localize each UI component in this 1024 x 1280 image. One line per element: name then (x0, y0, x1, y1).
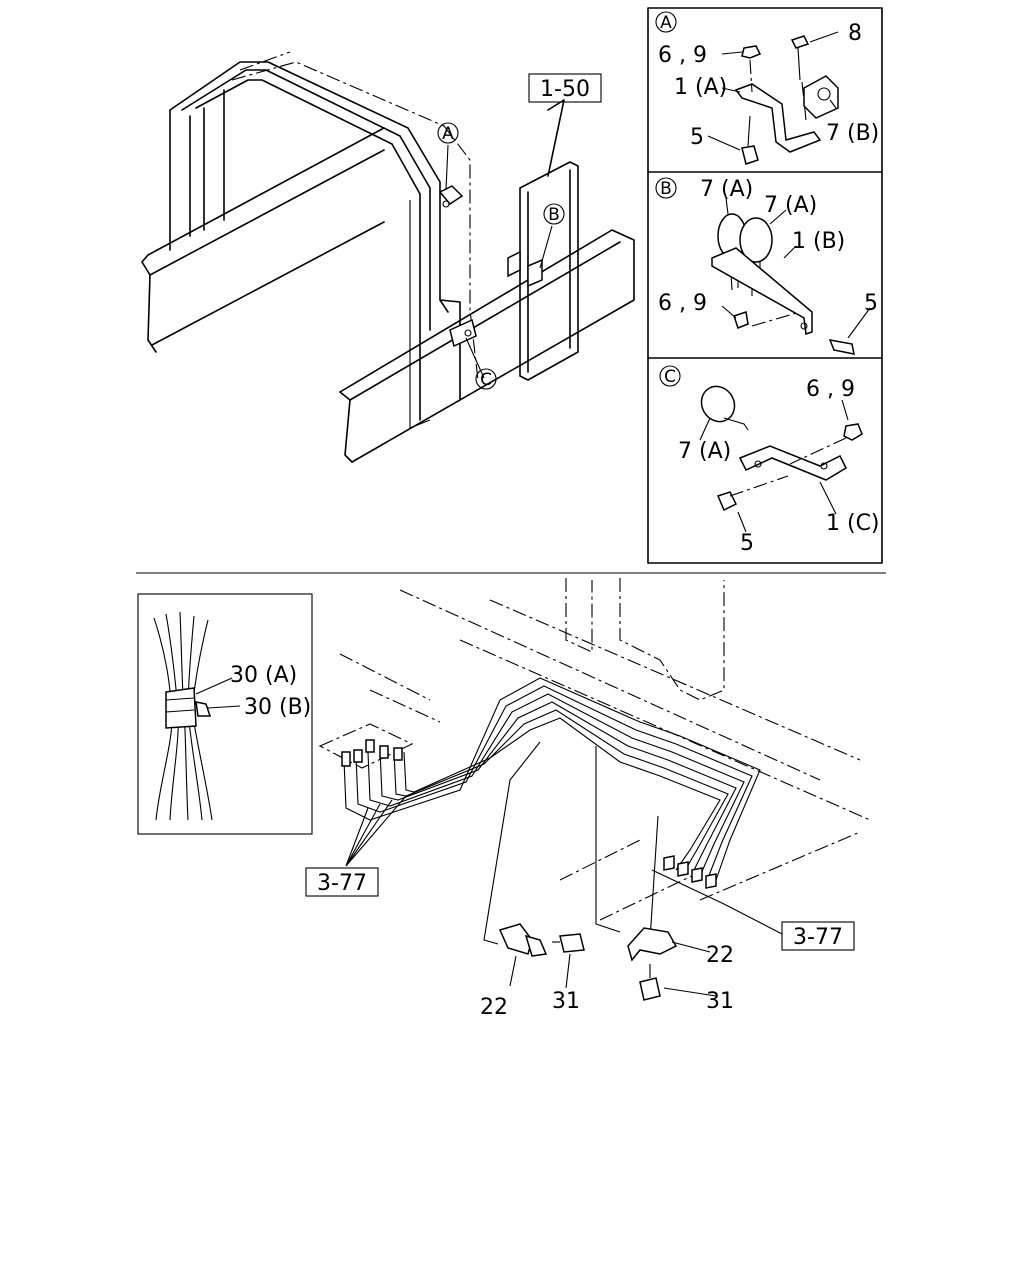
svg-text:3-77: 3-77 (317, 871, 367, 896)
svg-text:1 (B): 1 (B) (792, 229, 845, 254)
svg-text:7 (B): 7 (B) (826, 121, 879, 146)
detail-b: B 7 (A) 7 (A) 1 (B) 6 , 9 5 (655, 177, 878, 355)
ref-box-3-77-right: 3-77 (781, 921, 855, 951)
svg-text:A: A (442, 124, 454, 144)
callout-c: C (475, 368, 497, 390)
svg-text:5: 5 (690, 125, 704, 150)
svg-text:A: A (660, 13, 672, 33)
svg-text:30 (B): 30 (B) (244, 695, 311, 720)
callout-b: B (543, 203, 565, 225)
svg-text:1 (A): 1 (A) (674, 75, 727, 100)
label-31-right: 31 (706, 989, 734, 1014)
frame-cross-member-view (141, 51, 635, 463)
svg-text:8: 8 (848, 21, 862, 46)
svg-text:7 (A): 7 (A) (678, 439, 731, 464)
svg-text:C: C (664, 367, 676, 387)
svg-text:1 (C): 1 (C) (826, 511, 880, 536)
ref-box-3-77-left: 3-77 (305, 867, 379, 897)
svg-text:5: 5 (740, 531, 754, 556)
harness-clip-detail: 30 (A) 30 (B) (137, 593, 313, 835)
pipe-routing-view (318, 578, 871, 1001)
ref-box-1-50: 1-50 (528, 73, 602, 103)
svg-text:6 , 9: 6 , 9 (658, 43, 707, 68)
callout-a: A (437, 122, 459, 144)
svg-text:B: B (548, 205, 560, 225)
detail-panel-frame (647, 7, 883, 564)
svg-text:1-50: 1-50 (540, 77, 590, 102)
svg-text:30 (A): 30 (A) (230, 663, 297, 688)
detail-c: C 6 , 9 7 (A) 5 1 (C) (659, 365, 880, 556)
svg-text:3-77: 3-77 (793, 925, 843, 950)
svg-text:C: C (480, 370, 492, 390)
label-22-left: 22 (480, 995, 508, 1020)
label-22-right: 22 (706, 943, 734, 968)
svg-text:B: B (660, 179, 672, 199)
svg-text:7 (A): 7 (A) (700, 177, 753, 202)
svg-text:5: 5 (864, 291, 878, 316)
label-31-left: 31 (552, 989, 580, 1014)
svg-text:7 (A): 7 (A) (764, 193, 817, 218)
detail-a: A 6 , 9 8 1 (A) 5 7 (B) (655, 11, 879, 165)
pipe-bundle (343, 677, 761, 881)
svg-text:6 , 9: 6 , 9 (658, 291, 707, 316)
svg-text:6 , 9: 6 , 9 (806, 377, 855, 402)
